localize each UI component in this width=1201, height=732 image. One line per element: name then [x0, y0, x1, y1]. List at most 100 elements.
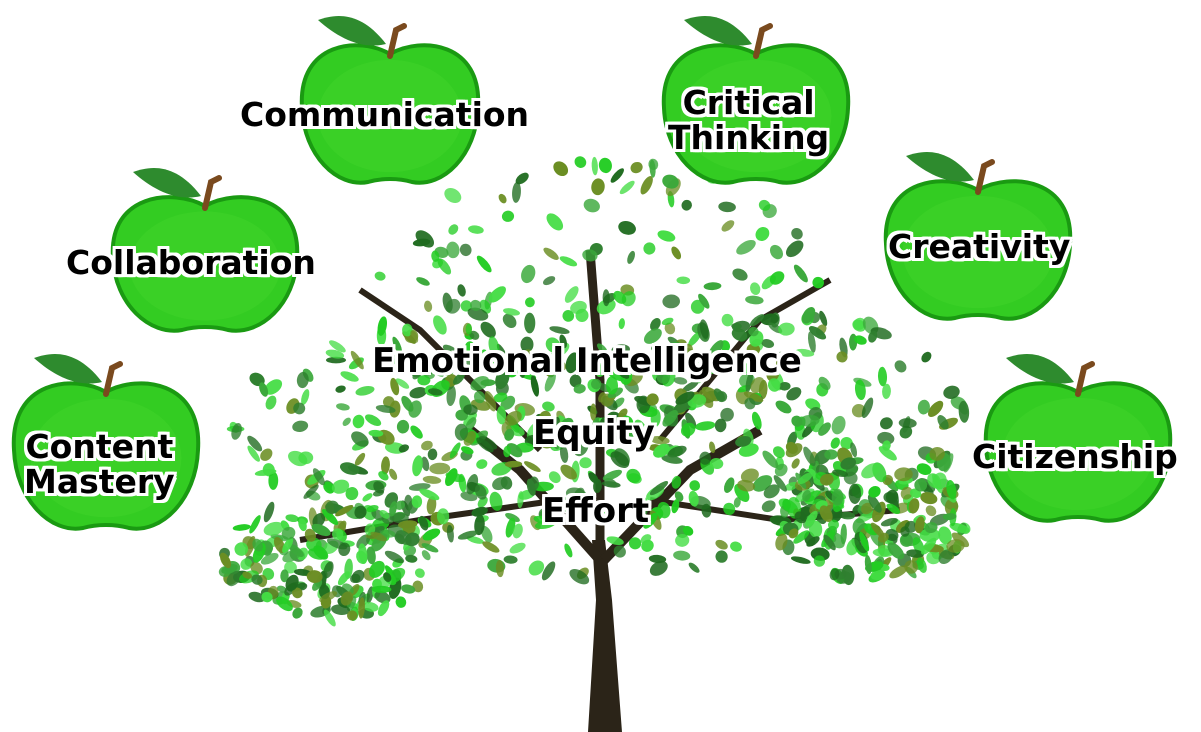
- leaf: [530, 375, 539, 397]
- leaf: [695, 421, 716, 431]
- leaf: [870, 569, 886, 581]
- leaf: [628, 537, 642, 550]
- leaf: [938, 526, 952, 545]
- leaf: [418, 515, 429, 531]
- leaf: [613, 545, 626, 558]
- leaf: [479, 436, 498, 450]
- leaf: [234, 542, 249, 556]
- leaf: [570, 300, 587, 314]
- leaf: [681, 343, 693, 355]
- leaf: [723, 477, 735, 493]
- apple-citizenship-icon: [983, 353, 1173, 523]
- leaf: [569, 374, 582, 388]
- leaf: [942, 513, 957, 521]
- leaf: [824, 449, 838, 460]
- leaf: [925, 505, 937, 517]
- leaf: [226, 570, 241, 587]
- leaf: [878, 446, 897, 461]
- leaf: [500, 476, 513, 490]
- leaf: [785, 240, 804, 258]
- leaf: [395, 378, 410, 389]
- leaf: [548, 471, 561, 484]
- leaf: [788, 528, 799, 539]
- leaf: [311, 523, 331, 537]
- leaf: [949, 522, 970, 534]
- leaf: [368, 429, 384, 437]
- leaf: [276, 585, 287, 593]
- apple-label-communication: Communication: [240, 95, 530, 134]
- leaf: [797, 472, 813, 485]
- leaf: [338, 542, 351, 557]
- leaf: [416, 277, 430, 286]
- leaf: [298, 518, 307, 532]
- leaf: [733, 497, 741, 508]
- leaf: [307, 548, 328, 560]
- leaf: [595, 358, 610, 377]
- leaf: [521, 349, 533, 362]
- leaf: [775, 400, 792, 414]
- leaf: [232, 524, 251, 531]
- leaf: [850, 442, 858, 458]
- leaf: [818, 422, 831, 436]
- leaf: [634, 419, 648, 437]
- leaf: [408, 483, 431, 491]
- leaf: [643, 242, 656, 255]
- leaf: [661, 455, 683, 464]
- leaf: [664, 322, 676, 335]
- leaf: [390, 353, 408, 367]
- leaf: [362, 602, 379, 612]
- leaf: [864, 555, 872, 575]
- leaf: [252, 538, 263, 552]
- leaf: [675, 533, 690, 547]
- leaf: [650, 317, 661, 331]
- leaf: [505, 512, 520, 523]
- leaf: [743, 391, 764, 403]
- leaf: [790, 556, 811, 564]
- leaf: [898, 418, 917, 429]
- leaf: [381, 456, 390, 475]
- leaf: [854, 335, 867, 345]
- leaf: [251, 574, 263, 585]
- leaf: [769, 244, 784, 260]
- leaf: [422, 528, 441, 541]
- leaf: [946, 539, 965, 553]
- apple-communication-icon: [299, 15, 481, 185]
- leaf: [805, 510, 818, 527]
- leaf: [312, 513, 326, 528]
- leaf: [544, 372, 556, 392]
- leaf: [617, 369, 630, 379]
- leaf: [579, 457, 592, 469]
- leaf: [656, 370, 671, 384]
- leaf: [276, 596, 293, 612]
- leaf: [421, 550, 431, 561]
- leaf: [749, 314, 765, 327]
- leaf: [778, 381, 791, 391]
- leaf: [721, 313, 734, 327]
- leaf: [453, 372, 465, 385]
- leaf: [352, 414, 365, 429]
- leaf: [737, 479, 756, 492]
- leaf: [730, 541, 742, 552]
- leaf: [674, 491, 684, 502]
- tree-label-equity: Equity: [533, 413, 655, 453]
- leaf: [808, 520, 823, 538]
- leaf: [938, 549, 953, 564]
- leaf: [569, 569, 590, 585]
- leaf: [350, 350, 364, 370]
- leaf: [630, 161, 643, 174]
- leaf: [446, 385, 456, 407]
- leaf: [292, 607, 303, 619]
- leaf: [503, 555, 518, 564]
- leaf: [520, 336, 534, 353]
- leaf: [749, 282, 761, 296]
- leaf: [887, 542, 905, 560]
- leaf: [744, 397, 756, 410]
- leaf: [323, 561, 334, 579]
- leaf: [515, 172, 529, 185]
- leaf: [682, 380, 699, 393]
- leaf: [260, 448, 273, 461]
- leaf: [448, 224, 459, 235]
- leaf: [605, 376, 619, 395]
- leaf: [503, 445, 511, 458]
- leaf: [248, 591, 266, 603]
